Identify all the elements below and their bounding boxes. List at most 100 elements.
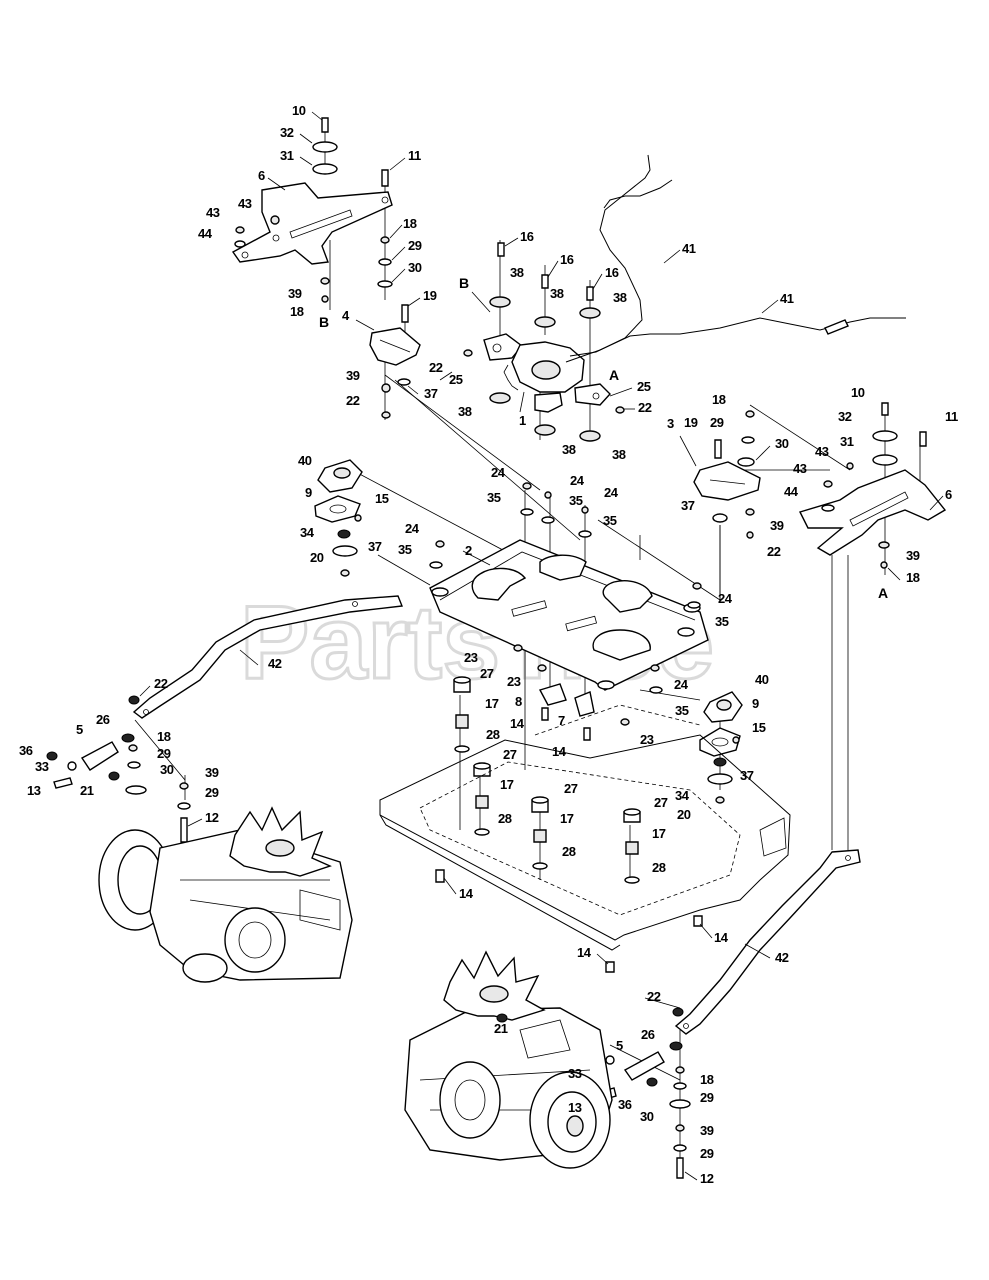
callout-5: 5 bbox=[616, 1038, 623, 1053]
callout-17: 17 bbox=[560, 811, 574, 826]
callout-29: 29 bbox=[710, 415, 724, 430]
callout-15: 15 bbox=[752, 720, 766, 735]
callout-30: 30 bbox=[408, 260, 422, 275]
callout-41: 41 bbox=[682, 241, 696, 256]
callout-22: 22 bbox=[638, 400, 652, 415]
callout-14: 14 bbox=[714, 930, 729, 945]
callout-17: 17 bbox=[652, 826, 666, 841]
rubber-mounts bbox=[453, 676, 641, 884]
callout-1: 1 bbox=[519, 413, 526, 428]
callout-21: 21 bbox=[494, 1021, 508, 1036]
callout-24: 24 bbox=[674, 677, 689, 692]
callout-23: 23 bbox=[640, 732, 654, 747]
callout-35: 35 bbox=[715, 614, 729, 629]
callout-37: 37 bbox=[681, 498, 695, 513]
callout-8: 8 bbox=[515, 694, 522, 709]
callout-26: 26 bbox=[96, 712, 110, 727]
right-bracket-3 bbox=[693, 410, 761, 539]
callout-20: 20 bbox=[310, 550, 324, 565]
callout-39: 39 bbox=[205, 765, 219, 780]
right-control-rod bbox=[672, 849, 861, 1035]
callout-17: 17 bbox=[500, 777, 514, 792]
callout-39: 39 bbox=[770, 518, 784, 533]
callout-14: 14 bbox=[552, 744, 567, 759]
callout-42: 42 bbox=[268, 656, 282, 671]
callout-16: 16 bbox=[605, 265, 619, 280]
callout-11: 11 bbox=[408, 148, 421, 163]
callout-2: 2 bbox=[465, 543, 472, 558]
callout-43: 43 bbox=[206, 205, 220, 220]
small-brackets bbox=[513, 644, 663, 741]
callout-34: 34 bbox=[675, 788, 690, 803]
callout-13: 13 bbox=[27, 783, 41, 798]
callout-24: 24 bbox=[405, 521, 420, 536]
callout-36: 36 bbox=[19, 743, 33, 758]
callout-16: 16 bbox=[560, 252, 574, 267]
callout-18: 18 bbox=[290, 304, 304, 319]
callout-28: 28 bbox=[652, 860, 666, 875]
callout-42: 42 bbox=[775, 950, 789, 965]
callout-19: 19 bbox=[684, 415, 698, 430]
callout-17: 17 bbox=[485, 696, 499, 711]
callout-38: 38 bbox=[550, 286, 564, 301]
callout-30: 30 bbox=[160, 762, 174, 777]
callout-35: 35 bbox=[398, 542, 412, 557]
callout-22: 22 bbox=[647, 989, 661, 1004]
callout-27: 27 bbox=[654, 795, 668, 810]
right-hydro-transaxle bbox=[404, 950, 613, 1169]
left-bracket-4 bbox=[369, 304, 421, 419]
callout-30: 30 bbox=[640, 1109, 654, 1124]
callout-10: 10 bbox=[851, 385, 865, 400]
callout-18: 18 bbox=[700, 1072, 714, 1087]
callout-12: 12 bbox=[205, 810, 219, 825]
left-pivot-plate bbox=[231, 182, 393, 265]
callout-43: 43 bbox=[815, 444, 829, 459]
callout-35: 35 bbox=[603, 513, 617, 528]
callout-33: 33 bbox=[568, 1066, 582, 1081]
callout-38: 38 bbox=[510, 265, 524, 280]
left-damper-bracket bbox=[314, 459, 363, 577]
callout-20: 20 bbox=[677, 807, 691, 822]
callout-30: 30 bbox=[775, 436, 789, 451]
callout-4: 4 bbox=[342, 308, 350, 323]
callout-28: 28 bbox=[486, 727, 500, 742]
callout-29: 29 bbox=[408, 238, 422, 253]
reference-letter-a: A bbox=[609, 367, 619, 383]
callout-38: 38 bbox=[612, 447, 626, 462]
left-control-rod bbox=[128, 595, 403, 719]
callout-39: 39 bbox=[906, 548, 920, 563]
callout-43: 43 bbox=[793, 461, 807, 476]
callout-24: 24 bbox=[491, 465, 506, 480]
callout-5: 5 bbox=[76, 722, 83, 737]
callout-22: 22 bbox=[429, 360, 443, 375]
callout-22: 22 bbox=[346, 393, 360, 408]
callout-16: 16 bbox=[520, 229, 534, 244]
callout-10: 10 bbox=[292, 103, 306, 118]
reference-letter-a: A bbox=[878, 585, 888, 601]
callout-29: 29 bbox=[157, 746, 171, 761]
callout-24: 24 bbox=[570, 473, 585, 488]
mounting-plate bbox=[429, 482, 709, 691]
callout-25: 25 bbox=[449, 372, 463, 387]
callout-37: 37 bbox=[740, 768, 754, 783]
callout-24: 24 bbox=[604, 485, 619, 500]
callout-31: 31 bbox=[840, 434, 854, 449]
callout-18: 18 bbox=[403, 216, 417, 231]
callout-44: 44 bbox=[784, 484, 799, 499]
callout-44: 44 bbox=[198, 226, 213, 241]
callout-34: 34 bbox=[300, 525, 315, 540]
callout-37: 37 bbox=[368, 539, 382, 554]
callout-6: 6 bbox=[258, 168, 265, 183]
callout-38: 38 bbox=[458, 404, 472, 419]
callout-7: 7 bbox=[558, 713, 565, 728]
callout-6: 6 bbox=[945, 487, 952, 502]
callout-13: 13 bbox=[568, 1100, 582, 1115]
callout-14: 14 bbox=[577, 945, 592, 960]
callout-35: 35 bbox=[675, 703, 689, 718]
left-hydro-transaxle bbox=[98, 806, 353, 983]
callout-36: 36 bbox=[618, 1097, 632, 1112]
callout-37: 37 bbox=[424, 386, 438, 401]
center-gear-assembly bbox=[463, 242, 625, 442]
callout-23: 23 bbox=[464, 650, 478, 665]
